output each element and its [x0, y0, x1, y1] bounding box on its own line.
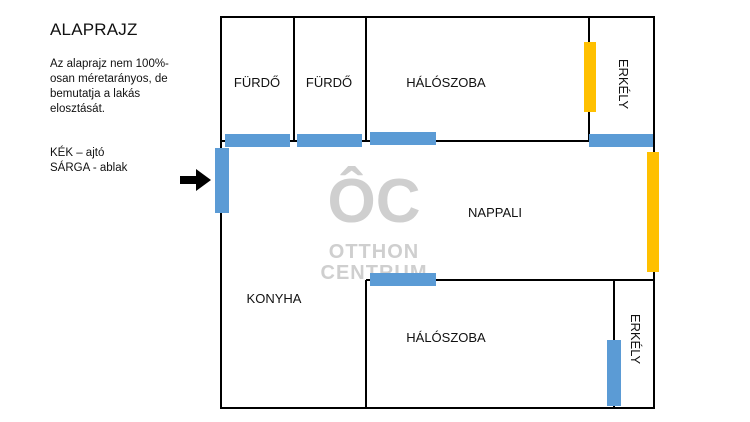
room-label-living: NAPPALI	[468, 205, 522, 220]
door-entrance	[215, 148, 229, 213]
door-bath1	[225, 134, 290, 147]
watermark-logo: ÔC	[328, 167, 421, 236]
room-label-balcony-top: ERKÉLY	[616, 59, 631, 110]
window-living	[647, 152, 659, 272]
entrance-arrow-icon	[180, 169, 211, 191]
legend: KÉK – ajtó SÁRGA - ablak	[50, 146, 127, 176]
room-label-balcony-bottom: ERKÉLY	[628, 314, 643, 365]
watermark-line1: OTTHON	[329, 241, 419, 263]
door-balcony-top	[589, 134, 653, 147]
legend-window: SÁRGA - ablak	[50, 162, 128, 174]
room-label-bedroom-bottom: HÁLÓSZOBA	[406, 330, 486, 345]
plan-title: ALAPRAJZ	[50, 20, 138, 39]
room-label-bedroom-top: HÁLÓSZOBA	[406, 75, 486, 90]
door-bedroom-bottom	[370, 273, 436, 286]
room-label-kitchen: KONYHA	[247, 291, 302, 306]
door-bath2	[297, 134, 362, 147]
door-balcony-bottom	[607, 340, 621, 406]
otthon-centrum-watermark: ÔC OTTHON CENTRUM	[321, 167, 427, 284]
room-label-bath2: FÜRDŐ	[306, 75, 352, 90]
scale-note: Az alaprajz nem 100%- osan méretarányos,…	[50, 58, 169, 115]
legend-door: KÉK – ajtó	[50, 147, 105, 159]
door-bedroom-top	[370, 132, 436, 145]
room-label-bath1: FÜRDŐ	[234, 75, 280, 90]
doors	[215, 132, 653, 406]
windows	[584, 42, 659, 272]
window-bedroom-top	[584, 42, 596, 112]
